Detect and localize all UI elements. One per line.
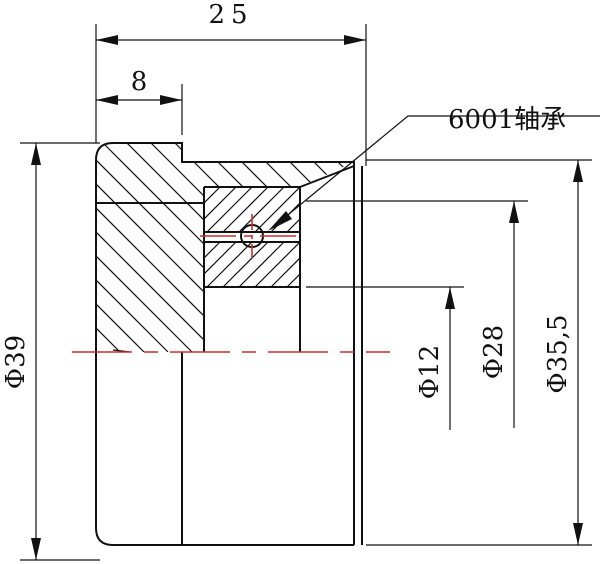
bearing-hatch-line — [303, 242, 348, 287]
housing-hatch-line — [126, 143, 337, 352]
housing-hatch-line — [96, 143, 193, 352]
dimension-bore-diameter: Φ12 — [306, 286, 464, 430]
bearing-hatch-line — [206, 242, 253, 287]
chamfer-line — [299, 165, 355, 188]
bearing-hatch-line — [204, 187, 221, 204]
bearing-hatch-line — [286, 273, 300, 287]
bearing-hatch-line — [204, 242, 205, 243]
arrow-39-top — [31, 143, 41, 165]
arrow-39-bottom — [31, 538, 41, 560]
housing-hatch-line — [342, 143, 354, 352]
arrow-35-bottom — [573, 523, 583, 545]
housing-hatch-line — [96, 143, 217, 352]
flange-length-label: 8 — [131, 67, 148, 97]
outer-diameter-label: Φ39 — [1, 335, 31, 389]
bearing-hatch-line — [204, 187, 205, 188]
dimension-step-diameter: Φ35,5 — [366, 159, 592, 546]
bearing-hatch-line — [254, 242, 300, 287]
housing-hatch-line — [294, 143, 354, 352]
bearing-hatch-line — [286, 218, 300, 232]
housing-hatch-line — [96, 143, 265, 352]
overall-length-label: 25 — [208, 0, 253, 30]
bearing-hatch-line — [303, 187, 348, 232]
arrow-flange-left — [96, 95, 118, 105]
bearing-hatch-line — [222, 242, 269, 287]
arrow-28 — [509, 201, 519, 223]
dimension-flange-length: 8 — [96, 67, 183, 135]
step-diameter-label: Φ35,5 — [543, 314, 573, 393]
lower-half-outline — [95, 352, 183, 546]
housing-hatch-line — [318, 143, 354, 352]
bearing-hatch-line — [335, 187, 380, 232]
center-lines — [72, 214, 390, 353]
arrow-flange-right — [160, 95, 182, 105]
dimension-overall-length: 25 — [95, 0, 367, 166]
bearing-inner-ring-hatch — [204, 242, 380, 287]
bearing-hatch-line — [204, 242, 237, 275]
bearing-hatch-line — [204, 187, 237, 220]
bearing-diameter-label: Φ28 — [479, 325, 509, 379]
bearing-hatch-line — [335, 242, 380, 287]
housing-hatch-line — [174, 143, 354, 352]
arrow-right — [344, 35, 366, 45]
arrow-left — [96, 35, 118, 45]
bearing-outer-ring-hatch — [204, 187, 380, 232]
arrow-12 — [445, 287, 455, 309]
housing-hatch-line — [96, 143, 241, 352]
bearing-hatch-line — [270, 257, 300, 287]
bearing-callout-label: 6001轴承 — [448, 105, 566, 135]
housing-hatch-line — [102, 143, 313, 352]
housing-hatch-line — [96, 143, 145, 352]
part-outline — [95, 142, 363, 546]
bearing-hatch-line — [238, 187, 285, 232]
bearing-hatch-line — [238, 242, 285, 287]
callout-arrow — [268, 211, 292, 231]
housing-hatch-line — [96, 143, 97, 352]
housing-hatch-line — [96, 143, 169, 352]
bearing-hatch-line — [254, 187, 300, 232]
bearing-hatch-line — [222, 187, 269, 232]
bearing-hatch-line — [319, 187, 364, 232]
bore-diameter-label: Φ12 — [415, 345, 445, 399]
dimension-outer-diameter: Φ39 — [1, 142, 100, 561]
housing-hatch-line — [270, 143, 354, 352]
bearing-hatch-line — [319, 242, 364, 287]
housing-hatch-line — [96, 143, 121, 352]
callout-leader — [271, 115, 409, 229]
housing-section-outline — [95, 142, 355, 352]
bearing-hatch-line — [206, 187, 253, 232]
bearing-callout: 6001轴承 — [268, 105, 600, 231]
bearing-hatch-line — [204, 242, 221, 259]
arrow-35-top — [573, 160, 583, 182]
housing-hatch-line — [96, 143, 289, 352]
dimension-bearing-diameter: Φ28 — [306, 200, 528, 428]
housing-hatch-line — [150, 143, 354, 352]
